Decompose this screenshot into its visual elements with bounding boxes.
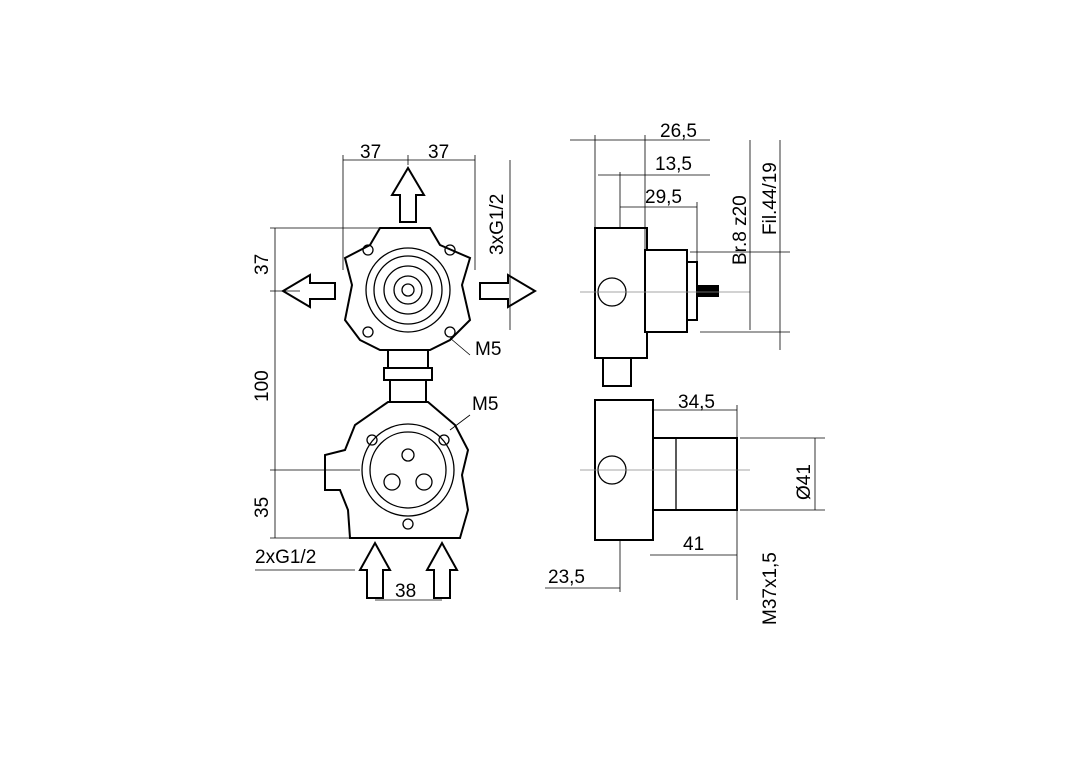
inlet-thread-label: 2xG1/2: [255, 547, 316, 568]
dim-41: 41: [683, 534, 704, 555]
thread-m-label: M37x1,5: [760, 552, 781, 625]
dim-side-top: 37: [252, 254, 273, 275]
dim-side-mid: 100: [252, 370, 273, 402]
dim-23-5: 23,5: [548, 567, 585, 588]
dim-13-5: 13,5: [655, 154, 692, 175]
dim-29-5: 29,5: [645, 187, 682, 208]
outlet-thread-label: 3xG1/2: [487, 194, 508, 255]
outlet-arrow-left-icon: [281, 273, 336, 309]
outlet-arrow-right-icon: [479, 273, 537, 309]
thread-fil-label: Fil.44/19: [760, 162, 781, 235]
inlet-arrow-left-icon: [358, 540, 392, 599]
screw-lower-label: M5: [472, 394, 498, 415]
outlet-arrow-up-icon: [390, 166, 426, 223]
dim-34-5: 34,5: [678, 392, 715, 413]
spline-label: Br.8 z20: [730, 195, 751, 265]
dim-top-right: 37: [428, 142, 449, 163]
diameter-label: Ø41: [794, 464, 815, 500]
screw-upper-label: M5: [475, 339, 501, 360]
side-view: [545, 135, 825, 600]
front-view: [255, 155, 537, 601]
inlet-arrow-right-icon: [425, 540, 459, 599]
dim-bottom: 38: [395, 581, 416, 602]
dim-top-left: 37: [360, 142, 381, 163]
dim-side-bottom: 35: [252, 497, 273, 518]
dim-26-5: 26,5: [660, 121, 697, 142]
